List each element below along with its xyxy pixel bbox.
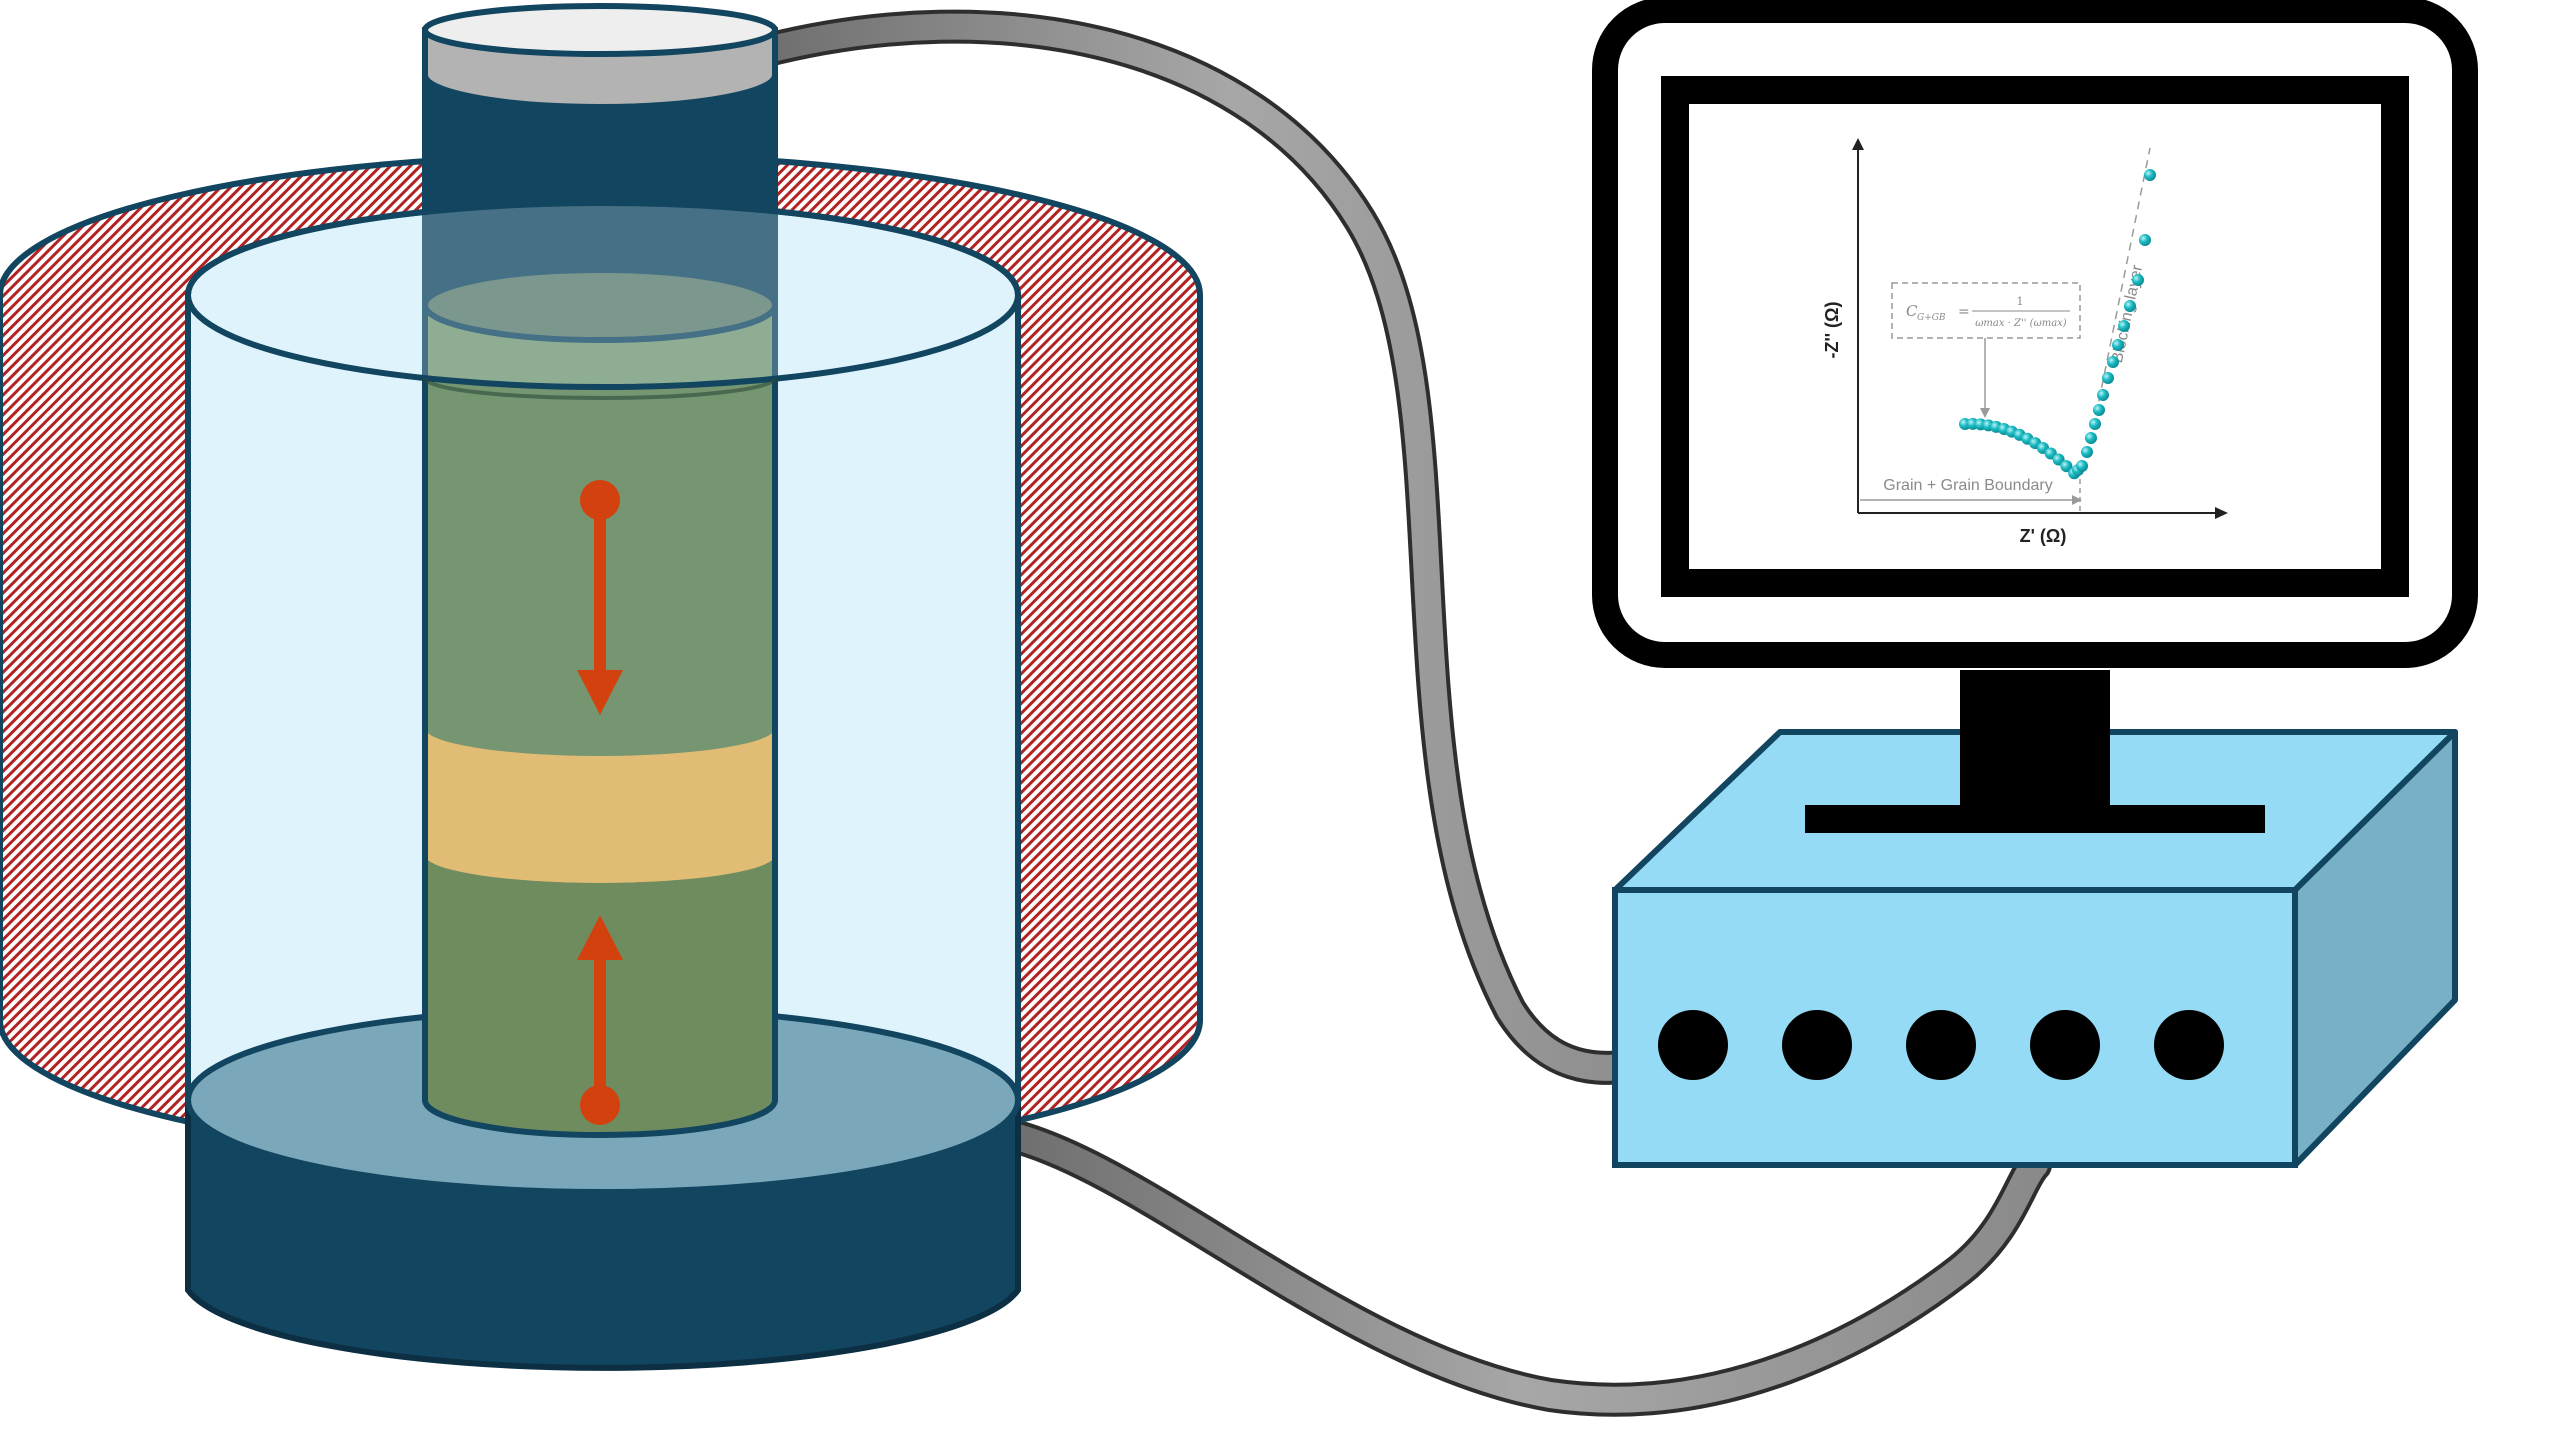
y-axis-label: -Z'' (Ω)	[1822, 302, 1842, 359]
plot-point	[2107, 356, 2119, 368]
svg-text:=: =	[1958, 304, 1970, 320]
analyzer-port-4[interactable]	[2030, 1010, 2100, 1080]
capacitance-formula: C G+GB = 1 ωmax · Z'' (ωmax)	[1906, 295, 2070, 329]
plot-point	[2081, 446, 2093, 458]
analyzer-port-2[interactable]	[1782, 1010, 1852, 1080]
plot-point	[2124, 300, 2136, 312]
monitor-screen-frame	[1661, 76, 2409, 597]
plot-data-points	[1959, 169, 2156, 480]
measurement-cell	[422, 3, 778, 1138]
plot-point	[2060, 460, 2073, 473]
grain-boundary-label: Grain + Grain Boundary	[1883, 477, 2052, 494]
svg-text:ωmax · Z'' (ωmax): ωmax · Z'' (ωmax)	[1975, 318, 2067, 329]
plot-point	[2089, 418, 2101, 430]
analyzer-port-5[interactable]	[2154, 1010, 2224, 1080]
plot-point	[2097, 389, 2109, 401]
plot-point	[2132, 274, 2144, 286]
analyzer-port-1[interactable]	[1658, 1010, 1728, 1080]
cable-top	[743, 9, 1717, 1085]
svg-text:G+GB: G+GB	[1917, 313, 1946, 323]
x-axis-label: Z' (Ω)	[2020, 526, 2067, 546]
plot-point	[2112, 339, 2124, 351]
water-surface	[185, 200, 1021, 400]
plot-point	[2118, 320, 2130, 332]
svg-text:C: C	[1906, 302, 1918, 320]
plot-point	[2085, 432, 2097, 444]
svg-text:1: 1	[2017, 295, 2024, 308]
plot-point	[2144, 169, 2156, 181]
cable-bottom	[993, 1118, 2052, 1417]
pressure-arrow-down	[577, 480, 623, 715]
plot-point	[2102, 372, 2114, 384]
sample-pellet	[425, 728, 775, 883]
pressure-arrow-up	[577, 915, 623, 1125]
analyzer-port-3[interactable]	[1906, 1010, 1976, 1080]
plot-point	[2139, 234, 2151, 246]
blocking-guide-line	[2084, 147, 2151, 471]
monitor-stand-neck	[1960, 670, 2110, 810]
monitor-stand-foot	[1805, 805, 2265, 833]
capacitance-formula-box	[1891, 282, 2081, 339]
plot-point	[2076, 460, 2088, 472]
plot-point	[2093, 404, 2105, 416]
monitor	[1592, 0, 2478, 833]
